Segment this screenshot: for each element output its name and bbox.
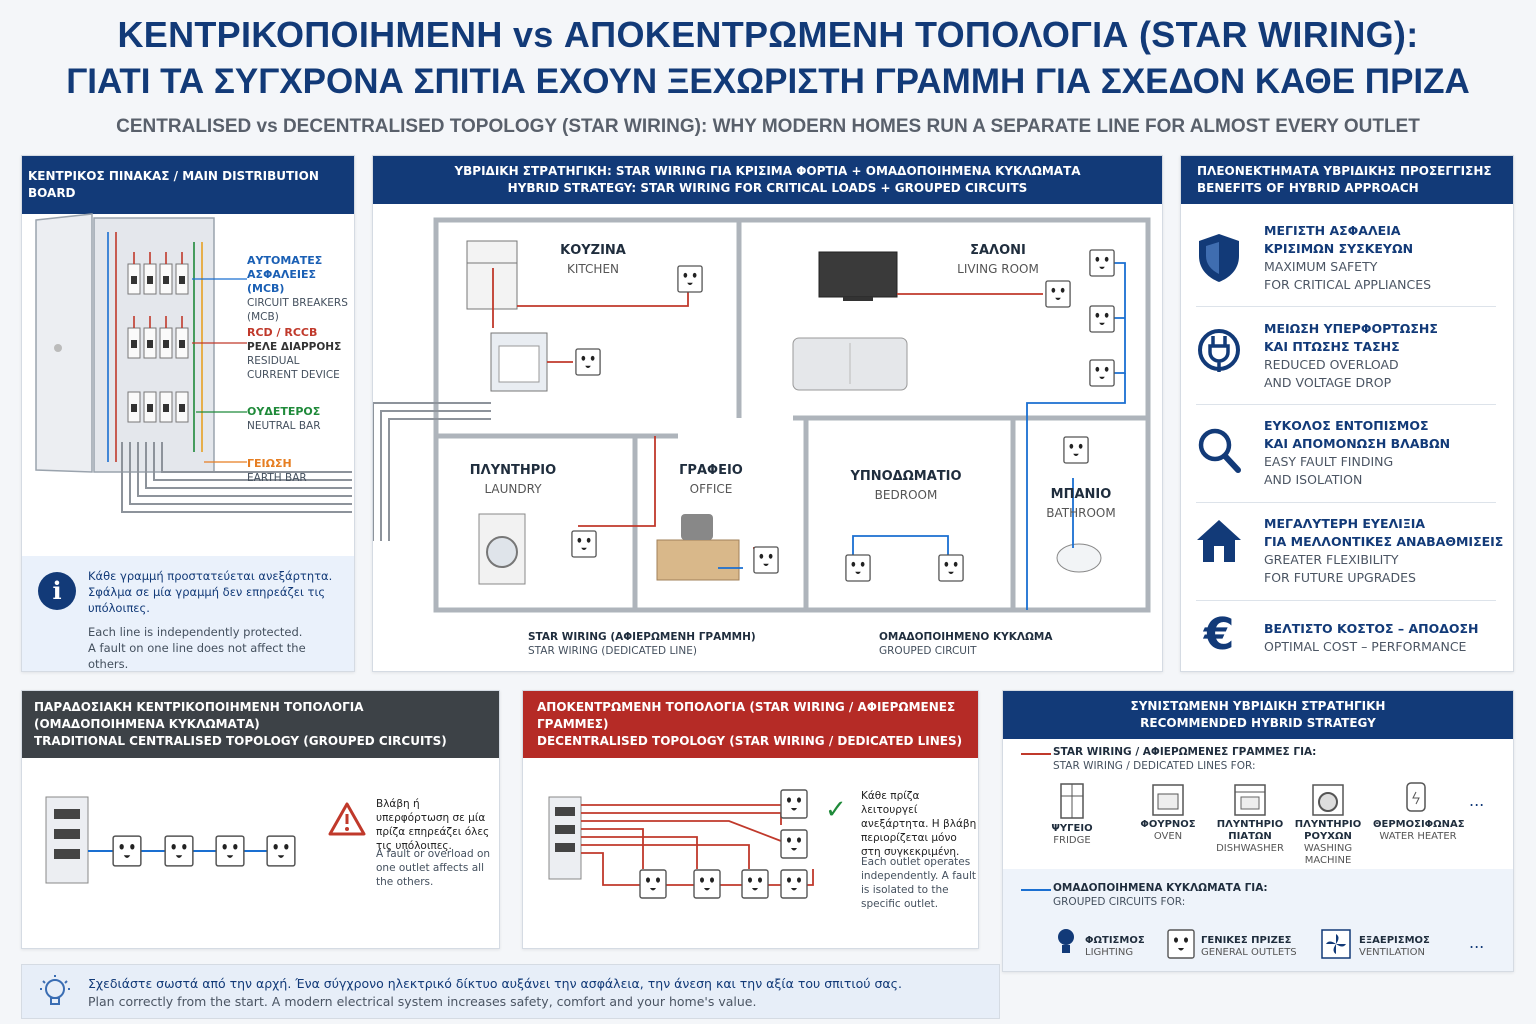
lightbulb-icon <box>1058 929 1074 953</box>
benefits-header: ΠΛΕΟΝΕΚΤΗΜΑΤΑ ΥΒΡΙΔΙΚΗΣ ΠΡΟΣΕΓΓΙΣΗΣ BENE… <box>1181 156 1513 204</box>
house-icon <box>1194 516 1244 570</box>
board-panel: ΚΕΝΤΡΙΚΟΣ ΠΙΝΑΚΑΣ / MAIN DISTRIBUTION BO… <box>21 155 355 672</box>
fan-icon <box>1321 929 1351 959</box>
euro-icon: € <box>1203 609 1235 660</box>
lightbulb-tip-icon <box>40 975 70 1005</box>
page-title: ΚΕΝΤΡΙΚΟΠΟΙΗΜΕΝΗ vs ΑΠΟΚΕΝΤΡΩΜΕΝΗ ΤΟΠΟΛΟ… <box>117 14 1419 55</box>
page-title-english: CENTRALISED vs DECENTRALISED TOPOLOGY (S… <box>116 116 1420 137</box>
outlet-icon <box>1167 929 1195 959</box>
floor-plan-diagram <box>373 217 1151 613</box>
washing-machine-icon <box>1312 784 1344 816</box>
shield-icon <box>1196 232 1242 288</box>
legend-grouped: ΟΜΑΔΟΠΟΙΗΜΕΝΟ ΚΥΚΛΩΜΑ GROUPED CIRCUIT <box>879 631 1053 657</box>
water-heater-icon <box>1406 782 1426 812</box>
legend-star: STAR WIRING (ΑΦΙΕΡΩΜΕΝΗ ΓΡΑΜΜΗ) STAR WIR… <box>528 631 756 657</box>
mcb-callout: ΑΥΤΟΜΑΤΕΣ ΑΣΦΑΛΕΙΕΣ (MCB) CIRCUIT BREAKE… <box>247 254 348 323</box>
floor-plan-header: ΥΒΡΙΔΙΚΗ ΣΤΡΑΤΗΓΙΚΗ: STAR WIRING ΓΙΑ ΚΡΙ… <box>373 156 1162 204</box>
info-icon: i <box>38 572 76 610</box>
more-star-items: ... <box>1469 791 1485 810</box>
footer-banner: Σχεδιάστε σωστά από την αρχή. Ένα σύγχρο… <box>21 964 1000 1019</box>
dishwasher-icon <box>1234 784 1266 816</box>
decentral-panel: ΑΠΟΚΕΝΤΡΩΜΕΝΗ ΤΟΠΟΛΟΓΙΑ (STAR WIRING / Α… <box>522 690 979 949</box>
traditional-diagram <box>45 796 296 884</box>
warning-icon <box>328 801 366 841</box>
more-group-items: ... <box>1469 933 1485 952</box>
neutral-callout: ΟΥΔΕΤΕΡΟΣ NEUTRAL BAR <box>247 405 321 432</box>
checkmark-icon: ✓ <box>825 795 847 825</box>
benefits-panel: ΠΛΕΟΝΕΚΤΗΜΑΤΑ ΥΒΡΙΔΙΚΗΣ ΠΡΟΣΕΓΓΙΣΗΣ BENE… <box>1180 155 1514 672</box>
traditional-panel: ΠΑΡΑΔΟΣΙΑΚΗ ΚΕΝΤΡΙΚΟΠΟΙΗΜΕΝΗ ΤΟΠΟΛΟΓΙΑ (… <box>21 690 500 949</box>
decentral-diagram <box>548 789 814 899</box>
fridge-icon <box>1060 783 1084 819</box>
page-subtitle: ΓΙΑΤΙ ΤΑ ΣΥΓΧΡΟΝΑ ΣΠΙΤΙΑ ΕΧΟΥΝ ΞΕΧΩΡΙΣΤΗ… <box>66 62 1470 101</box>
recommended-panel: ΣΥΝΙΣΤΩΜΕΝΗ ΥΒΡΙΔΙΚΗ ΣΤΡΑΤΗΓΙΚΗ RECOMMEN… <box>1002 690 1514 972</box>
board-info-box: i Κάθε γραμμή προστατεύεται ανεξάρτητα. … <box>22 556 354 671</box>
earth-callout: ΓΕΙΩΣΗ EARTH BAR <box>247 457 307 484</box>
magnifier-icon <box>1196 426 1242 478</box>
floor-plan-panel: ΥΒΡΙΔΙΚΗ ΣΤΡΑΤΗΓΙΚΗ: STAR WIRING ΓΙΑ ΚΡΙ… <box>372 155 1163 672</box>
oven-icon <box>1152 784 1184 816</box>
plug-icon <box>1196 326 1242 380</box>
rcd-callout: RCD / RCCB ΡΕΛΕ ΔΙΑΡΡΟΗΣ RESIDUAL CURREN… <box>247 326 342 381</box>
distribution-board-illustration <box>35 213 352 513</box>
board-panel-header: ΚΕΝΤΡΙΚΟΣ ΠΙΝΑΚΑΣ / MAIN DISTRIBUTION BO… <box>22 156 354 214</box>
